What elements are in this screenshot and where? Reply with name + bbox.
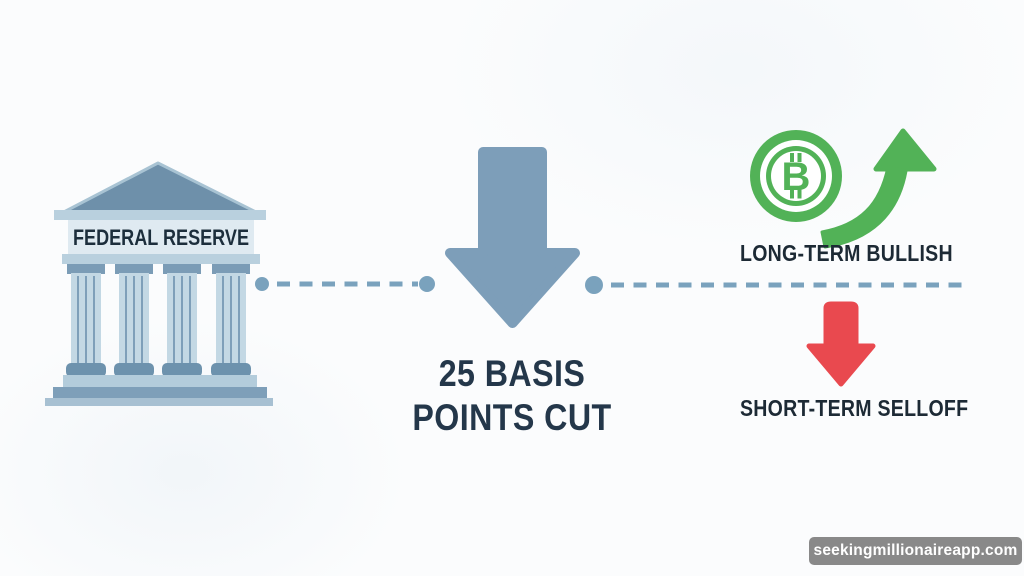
connector-dot (419, 276, 435, 292)
architrave (62, 254, 260, 264)
selloff-down-arrow-icon (806, 301, 876, 387)
column (162, 264, 202, 377)
rate-cut-label-line2: POINTS CUT (412, 397, 612, 438)
step-middle (53, 387, 267, 398)
step-bottom (45, 398, 273, 406)
column (66, 264, 106, 377)
columns (66, 264, 251, 377)
long-term-bullish-label: LONG-TERM BULLISH (740, 240, 953, 266)
rate-cut-label-line1: 25 BASIS (438, 353, 586, 394)
frieze (68, 220, 254, 254)
federal-reserve-building-icon: FEDERAL RESERVE (45, 161, 273, 406)
column (114, 264, 154, 377)
up-trend-arrow-icon (820, 128, 937, 249)
rate-cut-label: 25 BASIS POINTS CUT (382, 352, 642, 440)
pediment (58, 161, 262, 216)
connector-dot (255, 277, 269, 291)
connector-dot (585, 276, 603, 294)
dashed-connector-line (255, 276, 962, 294)
bitcoin-icon: B (750, 130, 842, 222)
rate-cut-down-arrow-icon (445, 147, 580, 328)
cornice (54, 210, 266, 220)
step-top (63, 375, 257, 387)
federal-reserve-label: FEDERAL RESERVE (73, 225, 249, 250)
column (211, 264, 251, 377)
short-term-selloff-label: SHORT-TERM SELLOFF (740, 395, 969, 421)
watermark: seekingmillionaireapp.com (809, 537, 1022, 565)
bitcoin-symbol: B (782, 155, 811, 199)
